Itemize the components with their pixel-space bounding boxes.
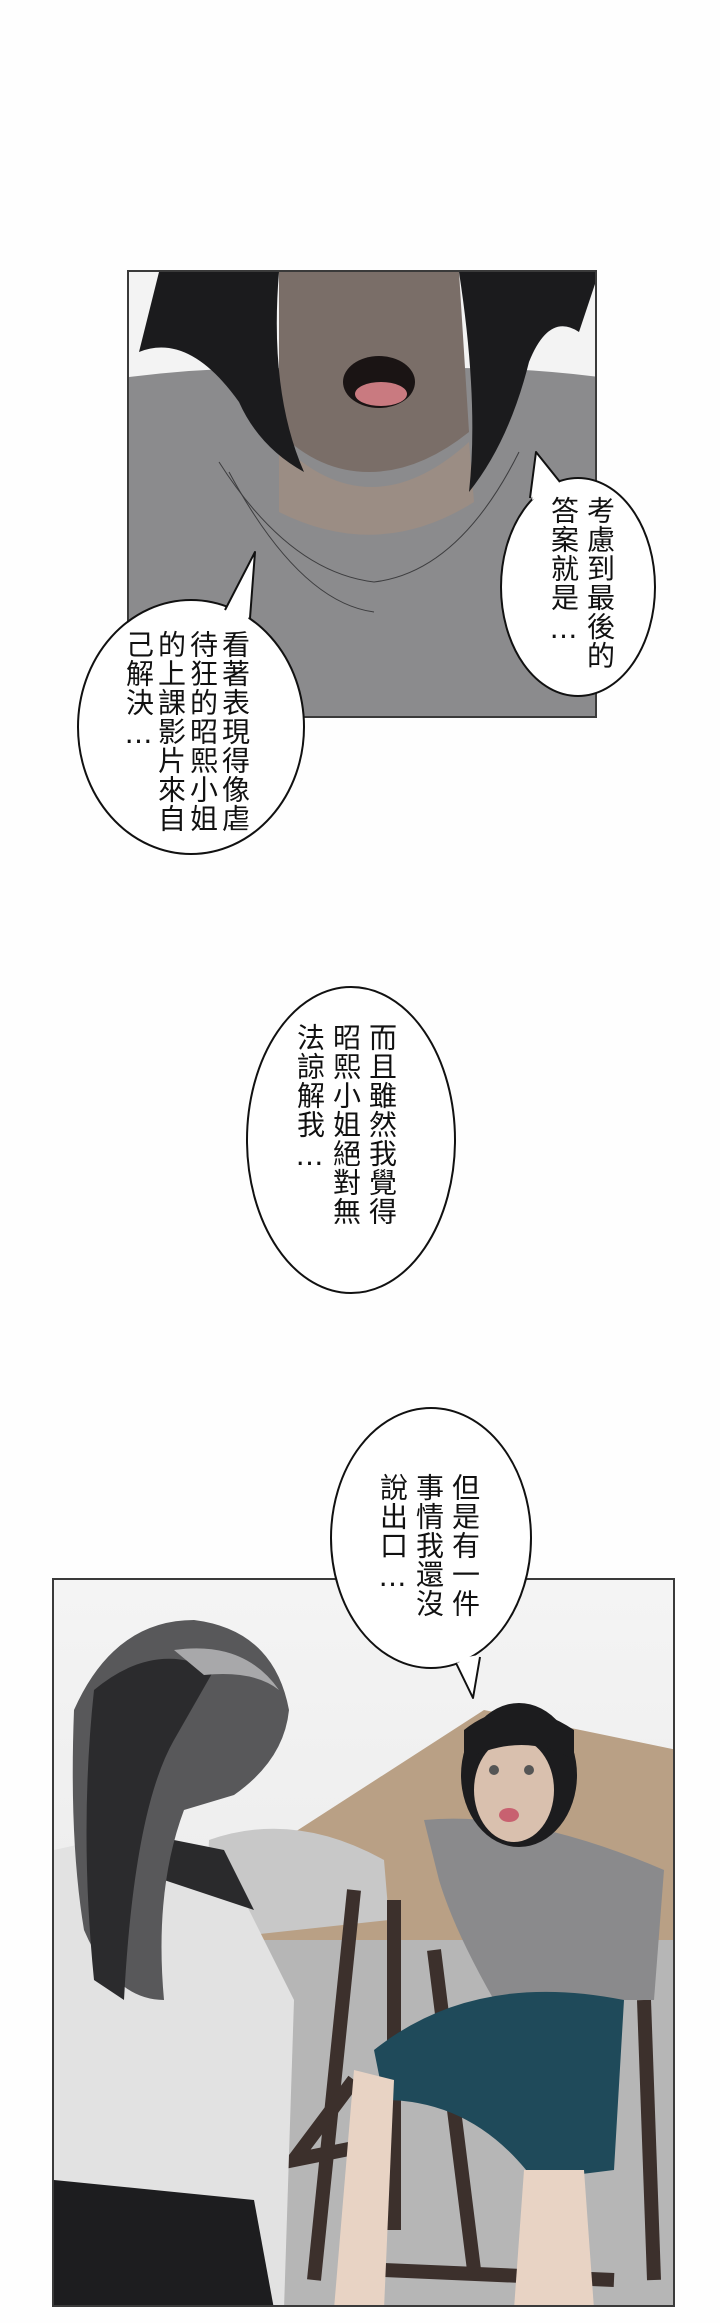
bubble-2-col-2: 待狂的昭熙小姐 — [186, 630, 219, 833]
bubble-2-col-1: 看著表現得像虐 — [218, 630, 251, 833]
bubble-3-col-2: 昭熙小姐絕對無 — [329, 1023, 362, 1226]
panel-2-artwork — [54, 1620, 673, 2305]
bubble-3-outline — [246, 986, 456, 1294]
speech-bubble-1: 考慮到最後的 答案就是… — [498, 448, 658, 698]
bubble-4-outline — [330, 1407, 532, 1699]
speech-bubble-3: 而且雖然我覺得 昭熙小姐絕對無 法諒解我… — [245, 985, 457, 1295]
speech-bubble-4: 但是有一件 事情我還沒 說出口… — [328, 1405, 536, 1703]
bubble-1-col-1: 考慮到最後的 — [583, 496, 616, 670]
bubble-2-col-4: 己解決… — [122, 630, 155, 751]
bubble-1-outline — [500, 451, 656, 697]
speech-bubble-2: 看著表現得像虐 待狂的昭熙小姐 的上課影片來自 己解決… — [75, 550, 307, 856]
bubble-3-col-1: 而且雖然我覺得 — [365, 1023, 398, 1226]
bubble-4-col-1: 但是有一件 — [448, 1473, 481, 1618]
bubble-4-col-3: 說出口… — [376, 1473, 409, 1594]
bubble-2-outline — [77, 551, 305, 855]
comic-panel-2 — [52, 1578, 675, 2307]
bubble-4-col-2: 事情我還沒 — [412, 1473, 445, 1618]
bubble-3-col-3: 法諒解我… — [293, 1023, 326, 1173]
bubble-1-col-2: 答案就是… — [547, 496, 580, 646]
bubble-2-col-3: 的上課影片來自 — [154, 630, 187, 833]
